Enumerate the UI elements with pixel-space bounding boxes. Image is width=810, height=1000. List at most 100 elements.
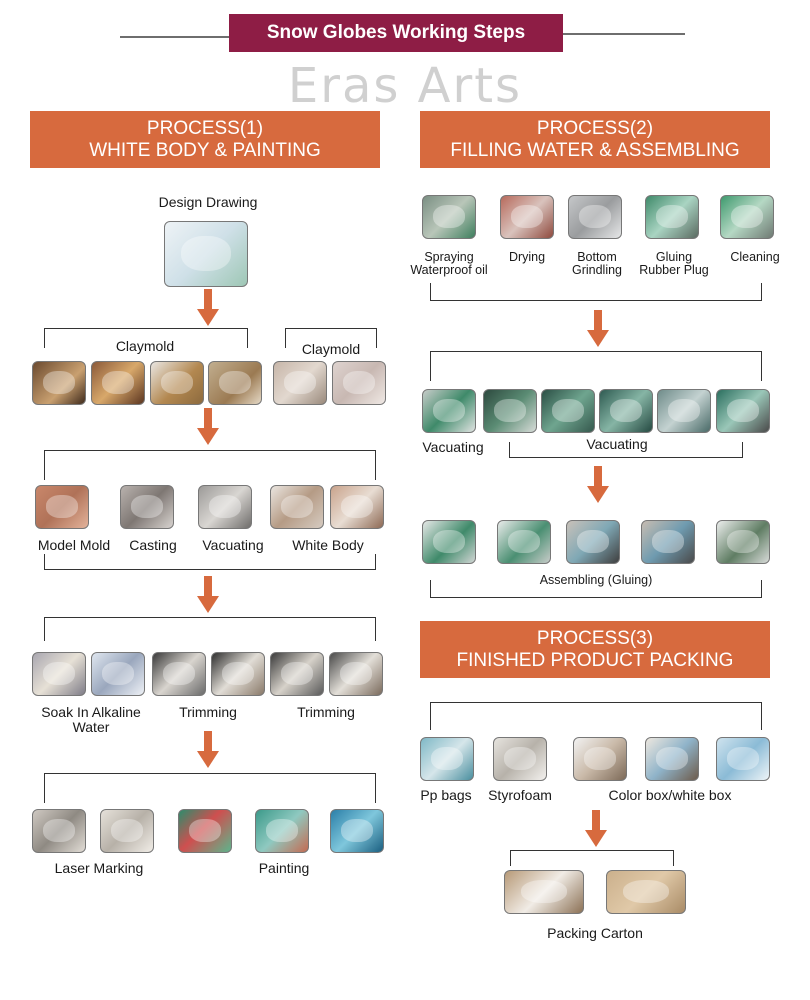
white-body-label: White Body: [292, 537, 364, 553]
trimming-image-3: [270, 652, 324, 696]
claymold-bracket-a: [44, 328, 248, 348]
trimming-label-b: Trimming: [297, 704, 355, 720]
vacuating-image-1: [422, 389, 476, 433]
vacuating-bracket-bottom: [509, 442, 743, 458]
process3-title-line1: PROCESS(3): [536, 627, 654, 649]
claymold-image-1: [32, 361, 86, 405]
assembling-bracket-bottom: [430, 580, 762, 598]
vacuating-image-2: [483, 389, 537, 433]
arrow-down-icon: [585, 810, 607, 847]
painting-image-1: [178, 809, 232, 853]
claymold-image-4: [208, 361, 262, 405]
cleaning-label: Cleaning: [730, 250, 780, 264]
laser-marking-image-2: [100, 809, 154, 853]
laser-marking-label: Laser Marking: [54, 860, 144, 876]
gluing-label-line1: Gluing: [655, 250, 693, 264]
styrofoam-image: [493, 737, 547, 781]
assembling-image-4: [641, 520, 695, 564]
drying-image: [500, 195, 554, 239]
arrow-down-icon: [587, 466, 609, 503]
arrow-down-icon: [197, 289, 219, 326]
soak-image-2: [91, 652, 145, 696]
assembling-image-5: [716, 520, 770, 564]
vacuating-label-b: Vacuating: [574, 437, 660, 452]
packing-carton-label: Packing Carton: [547, 925, 643, 941]
color-box-image-1: [573, 737, 627, 781]
spraying-label-line2: Waterproof oil: [410, 263, 488, 277]
drying-label: Drying: [508, 250, 546, 264]
process1-header: PROCESS(1) WHITE BODY & PAINTING: [30, 111, 380, 168]
claymold-image-3: [150, 361, 204, 405]
styrofoam-label: Styrofoam: [488, 787, 552, 803]
claymold-label-b: Claymold: [289, 342, 373, 357]
trimming-label-a: Trimming: [179, 704, 237, 720]
pp-bags-label: Pp bags: [420, 787, 472, 803]
painting-image-2: [255, 809, 309, 853]
design-drawing-image: [164, 221, 248, 287]
prep-bracket-bottom: [430, 283, 762, 301]
cleaning-image: [720, 195, 774, 239]
process2-title-line1: PROCESS(2): [536, 117, 654, 139]
process2-title-line2: FILLING WATER & ASSEMBLING: [450, 139, 740, 161]
vacuating-label: Vacuating: [202, 537, 264, 553]
soak-bracket-top: [44, 617, 376, 641]
arrow-down-icon: [197, 576, 219, 613]
assembling-image-2: [497, 520, 551, 564]
vacuating-bracket-top: [430, 351, 762, 381]
arrow-down-icon: [197, 731, 219, 768]
process1-title-line1: PROCESS(1): [146, 117, 264, 139]
trimming-image-4: [329, 652, 383, 696]
soak-label-line1: Soak In Alkaline: [41, 704, 141, 720]
assembling-image-3: [566, 520, 620, 564]
model-mold-image: [35, 485, 89, 529]
vacuating-image-5: [657, 389, 711, 433]
pp-bags-image: [420, 737, 474, 781]
marking-bracket-top: [44, 773, 376, 803]
claymold-bracket-b: [285, 328, 377, 348]
claymold-image-2: [91, 361, 145, 405]
design-drawing-label: Design Drawing: [158, 194, 258, 210]
color-box-image-2: [645, 737, 699, 781]
trimming-image-2: [211, 652, 265, 696]
bottom-label-line1: Bottom: [577, 250, 617, 264]
assembling-image-1: [422, 520, 476, 564]
trimming-image-1: [152, 652, 206, 696]
painting-label: Painting: [258, 860, 310, 876]
brand-watermark: Eras Arts: [287, 58, 523, 114]
process3-title-line2: FINISHED PRODUCT PACKING: [456, 649, 734, 671]
title-left-line: [120, 36, 230, 38]
vacuating-image-4: [599, 389, 653, 433]
gluing-rubber-plug-image: [645, 195, 699, 239]
vacuating-label-a: Vacuating: [422, 439, 484, 455]
casting-label: Casting: [129, 537, 177, 553]
carton-bracket-top: [510, 850, 674, 866]
claymold-image-6: [332, 361, 386, 405]
packing-carton-image-1: [504, 870, 584, 914]
white-body-image-1: [270, 485, 324, 529]
process2-header: PROCESS(2) FILLING WATER & ASSEMBLING: [420, 111, 770, 168]
spraying-image: [422, 195, 476, 239]
bottom-label-line2: Grindling: [571, 263, 623, 277]
laser-marking-image-1: [32, 809, 86, 853]
process1-title-line2: WHITE BODY & PAINTING: [89, 139, 321, 161]
bottom-grinding-image: [568, 195, 622, 239]
packing-bracket-top: [430, 702, 762, 730]
casting-image: [120, 485, 174, 529]
white-body-image-2: [330, 485, 384, 529]
mold-bracket-top: [44, 450, 376, 480]
process3-header: PROCESS(3) FINISHED PRODUCT PACKING: [420, 621, 770, 678]
painting-image-3: [330, 809, 384, 853]
soak-label-line2: Water: [72, 719, 110, 735]
color-box-image-3: [716, 737, 770, 781]
claymold-image-5: [273, 361, 327, 405]
gluing-label-line2: Rubber Plug: [639, 263, 709, 277]
vacuating-image-6: [716, 389, 770, 433]
page-title: Snow Globes Working Steps: [229, 14, 563, 52]
title-right-line: [563, 33, 685, 35]
soak-image-1: [32, 652, 86, 696]
model-mold-label: Model Mold: [37, 537, 111, 553]
claymold-label-a: Claymold: [100, 339, 190, 354]
arrow-down-icon: [587, 310, 609, 347]
mold-bracket-bottom: [44, 554, 376, 570]
color-box-label: Color box/white box: [608, 787, 732, 803]
